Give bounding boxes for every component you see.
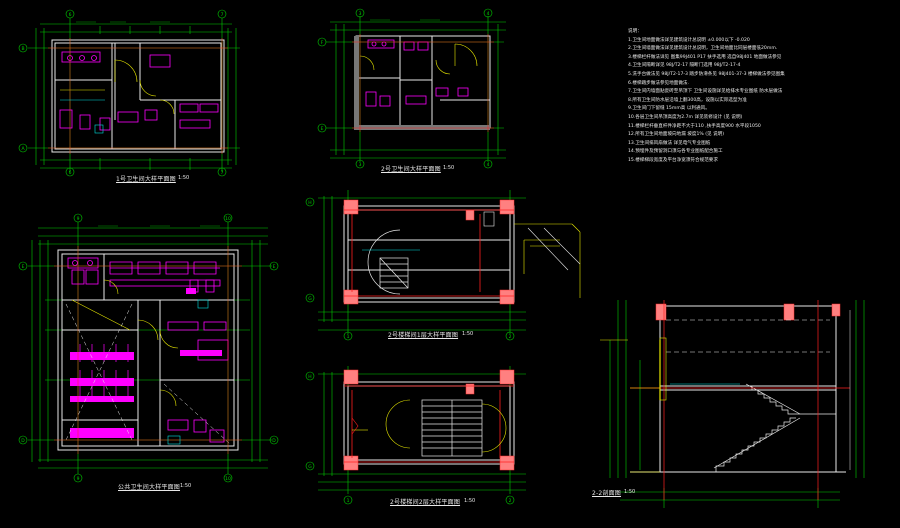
plan2-axis-bottom-1: 3 bbox=[359, 162, 362, 168]
plan3-axis-right-1: E bbox=[273, 264, 276, 270]
plan1-axis-left-2: A bbox=[21, 146, 25, 152]
title-section: 2-2剖面图 bbox=[592, 490, 621, 497]
note-line: 14.预埋件及预留洞口须与各专业图纸配合施工 bbox=[628, 149, 723, 155]
note-line: 1.卫生间地面做法详见建筑设计总说明 ±0.000以下 -0.020 bbox=[628, 37, 750, 43]
note-line: 9.卫生间门下留缝 15mm高 以利通风。 bbox=[628, 106, 710, 112]
stair-2-floor-plan: H G 1 2 bbox=[305, 366, 526, 505]
section-2-2 bbox=[600, 300, 865, 508]
plan1-axis-bottom-1: 6 bbox=[69, 170, 72, 176]
plan2-axis-left-1: F bbox=[321, 40, 324, 46]
title-stair-1: 2号楼梯间1层大样平面图 bbox=[388, 332, 459, 339]
note-line: 说明： bbox=[628, 29, 642, 34]
note-line: 8.所有卫生间防水层沿墙上翻300高，设施以实际选型为准 bbox=[628, 97, 747, 103]
note-line: 3.楼梯栏杆做法详见 图集99J401 P17 扶手选用 选自98J401 地面… bbox=[628, 54, 782, 60]
note-line: 12.所有卫生间地面坡向地漏 坡度1% (见 说明) bbox=[628, 132, 725, 138]
plan3-axis-bottom-1: 9 bbox=[77, 476, 80, 482]
stair2-axis-left-2: G bbox=[308, 464, 312, 470]
plan2-axis-left-2: E bbox=[321, 126, 324, 132]
plan3-axis-left-1: E bbox=[22, 264, 25, 270]
title-plan-3: 公共卫生间大样平面图 bbox=[118, 484, 181, 491]
note-line: 15.楼梯梯段宽度及平台净宽须符合规范要求 bbox=[628, 157, 718, 163]
plan3-axis-left-2: D bbox=[21, 438, 25, 444]
plan-3-public-restroom-detail: 9 10 9 10 E D E D bbox=[18, 213, 279, 483]
plan3-axis-right-2: D bbox=[272, 438, 276, 444]
plan2-axis-top-1: 3 bbox=[359, 11, 362, 17]
stair1-axis-bottom-1: 1 bbox=[347, 334, 350, 340]
plan3-axis-top-2: 10 bbox=[225, 216, 231, 222]
note-line: 7.卫生间内墙面贴瓷砖至吊顶下 卫生间设施详见给排水专业图纸 防水层做法 bbox=[628, 89, 783, 95]
plan1-axis-top-1: 6 bbox=[69, 12, 72, 18]
plan-2-restroom-detail: 3 4 3 4 F E bbox=[317, 8, 506, 169]
plan2-axis-bottom-2: 4 bbox=[487, 162, 490, 168]
stair1-axis-left-1: H bbox=[308, 200, 311, 206]
note-line: 5.洗手台做法见 98J/T2-17-3 踏步防滑条见 98J401-37-3 … bbox=[628, 71, 785, 77]
scale-plan-1: 1:50 bbox=[178, 175, 190, 181]
stair2-axis-left-1: H bbox=[308, 374, 311, 380]
plan-1-restroom-detail: 6 7 6 7 B A bbox=[18, 9, 240, 177]
stair-1-floor-plan: H G 1 2 bbox=[305, 190, 581, 341]
stair2-axis-bottom-1: 1 bbox=[347, 498, 350, 504]
design-notes: 说明： 1.卫生间地面做法详见建筑设计总说明 ±0.000以下 -0.020 2… bbox=[628, 28, 883, 166]
dimension-ticks bbox=[76, 19, 440, 227]
plan1-axis-left-1: B bbox=[21, 46, 24, 52]
note-line: 11.楼梯栏杆垂直杆件净距不大于110 ,扶手高度900 水平段1050 bbox=[628, 123, 761, 129]
scale-plan-2: 1:50 bbox=[443, 165, 455, 171]
scale-stair-1: 1:50 bbox=[462, 331, 474, 337]
stair2-axis-bottom-2: 2 bbox=[509, 498, 512, 504]
note-line: 10.各层卫生间吊顶高度为2.7m 详见装修设计 (见 说明) bbox=[628, 114, 743, 120]
note-line: 4.卫生间隔断详见 98J/T2-17 隔断门选用 98J/T2-17-4 bbox=[628, 63, 741, 69]
note-line: 2.卫生间墙面做法详见建筑设计总说明，卫生间地面比同层楼面低20mm. bbox=[628, 46, 778, 52]
note-line: 6.楼梯踏步做法参见地面做法. bbox=[628, 80, 689, 86]
stair1-axis-left-2: G bbox=[308, 296, 312, 302]
plan2-axis-top-2: 4 bbox=[487, 11, 490, 17]
title-plan-2: 2号卫生间大样平面图 bbox=[381, 166, 441, 173]
note-line: 13.卫生间排风扇做法 详见电气专业图纸 bbox=[628, 140, 711, 146]
title-stair-2: 2号楼梯间2层大样平面图 bbox=[390, 499, 461, 506]
plan3-axis-top-1: 9 bbox=[77, 216, 80, 222]
scale-section: 1:50 bbox=[624, 489, 636, 495]
plan1-axis-top-2: 7 bbox=[221, 12, 224, 18]
scale-plan-3: 1:50 bbox=[180, 483, 192, 489]
stair1-axis-bottom-2: 2 bbox=[509, 334, 512, 340]
plan1-axis-bottom-2: 7 bbox=[221, 170, 224, 176]
title-plan-1: 1号卫生间大样平面图 bbox=[116, 176, 176, 183]
scale-stair-2: 1:50 bbox=[464, 498, 476, 504]
plan3-axis-bottom-2: 10 bbox=[225, 476, 231, 482]
